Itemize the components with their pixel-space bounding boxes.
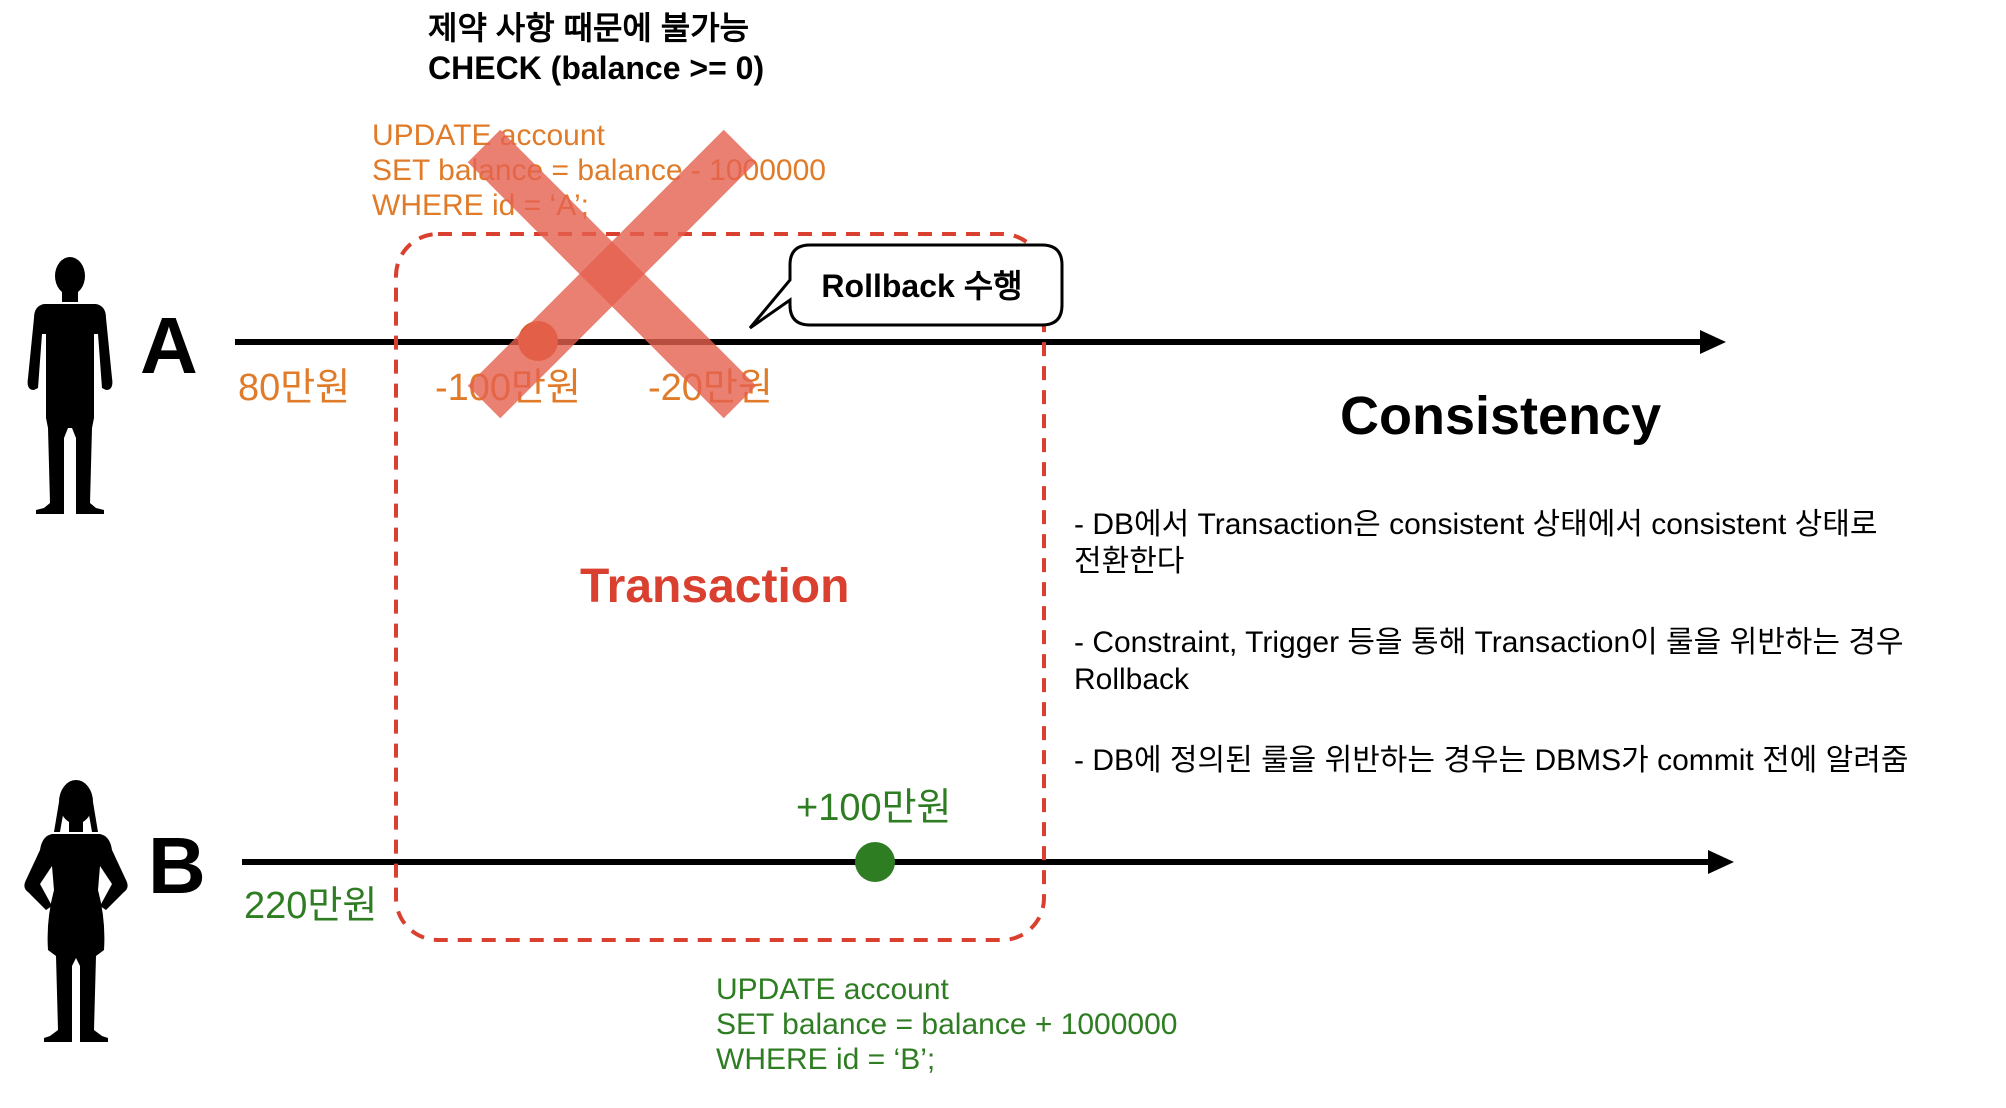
event-dot-b — [855, 842, 895, 882]
speech-bubble-icon — [748, 243, 1064, 330]
sql-b-line3: WHERE id = ‘B’; — [716, 1043, 936, 1076]
note-item: - Constraint, Trigger 등을 통해 Transaction이… — [1074, 626, 1904, 696]
notes-list: - DB에서 Transaction은 consistent 상태에서 cons… — [1074, 506, 1994, 823]
user-b-change: +100만원 — [796, 787, 952, 829]
timeline-a-arrowhead — [1700, 330, 1726, 354]
constraint-note-line2: CHECK (balance >= 0) — [428, 50, 765, 86]
transaction-box — [394, 232, 1046, 942]
sql-b-line1: UPDATE account — [716, 973, 949, 1006]
sql-statement-a: UPDATE account SET balance = balance - 1… — [372, 118, 826, 223]
user-a-label: A — [140, 301, 198, 390]
sql-statement-b: UPDATE account SET balance = balance + 1… — [716, 972, 1177, 1077]
timeline-b-arrowhead — [1708, 850, 1734, 874]
transaction-label: Transaction — [580, 560, 850, 613]
user-a-start-amount: 80만원 — [238, 367, 351, 409]
rollback-bubble-text: Rollback 수행 — [821, 268, 1023, 304]
note-item: - DB에서 Transaction은 consistent 상태에서 cons… — [1074, 508, 1878, 578]
constraint-note-line1: 제약 사항 때문에 불가능 — [428, 10, 750, 46]
user-b-start-amount: 220만원 — [244, 885, 378, 927]
note-item: - DB에 정의된 룰을 위반하는 경우는 DBMS가 commit 전에 알려… — [1074, 744, 1909, 777]
user-b-label: B — [148, 821, 206, 910]
sql-b-line2: SET balance = balance + 1000000 — [716, 1008, 1178, 1041]
timeline-b — [242, 850, 1734, 874]
constraint-note: 제약 사항 때문에 불가능 CHECK (balance >= 0) — [428, 8, 764, 88]
timeline-a — [235, 330, 1726, 354]
diagram-title: Consistency — [1340, 386, 1662, 446]
